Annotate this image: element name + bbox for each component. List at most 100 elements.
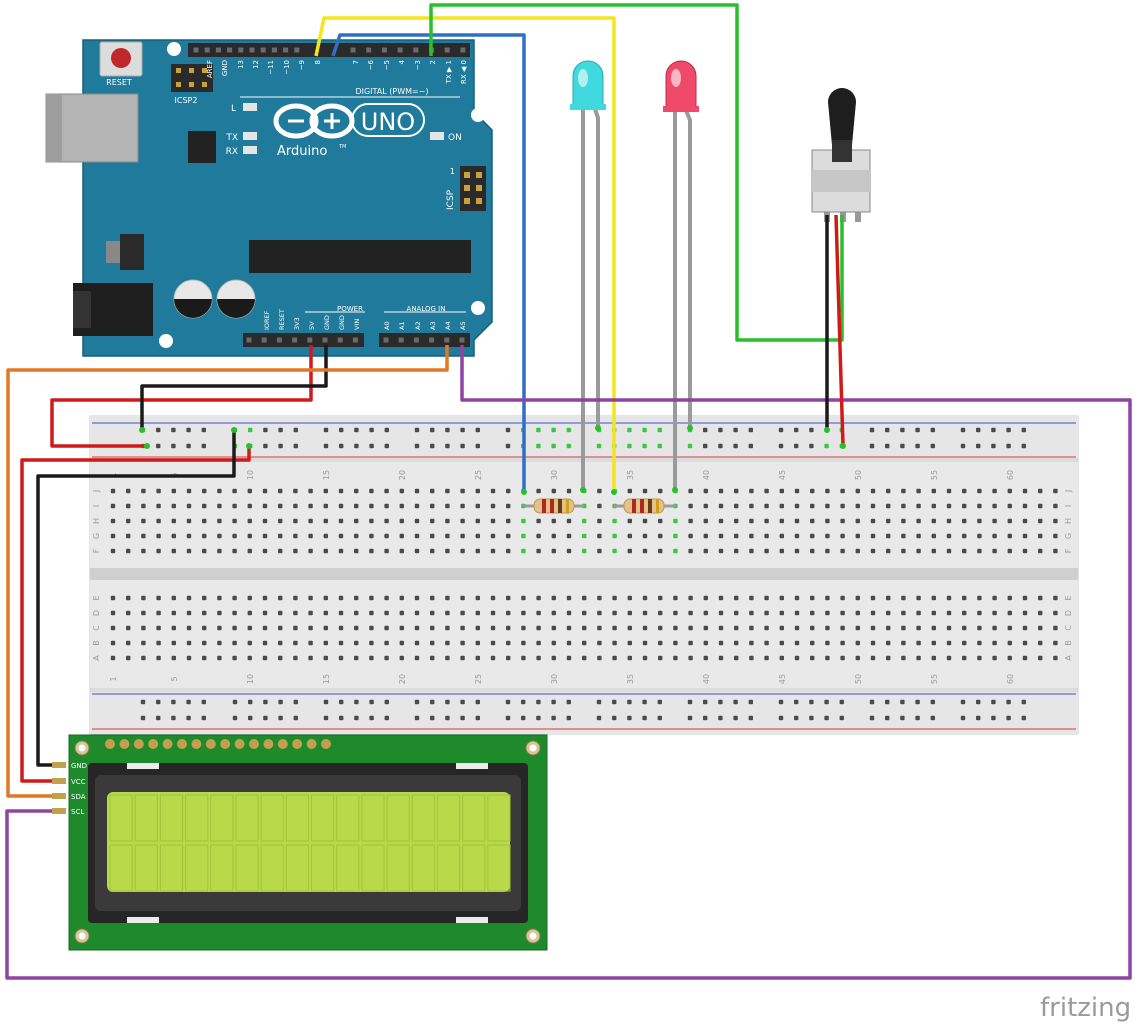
breadboard-hole: [217, 533, 222, 539]
rail-hole: [733, 427, 738, 433]
breadboard-hole: [566, 548, 572, 554]
breadboard-hole: [658, 625, 663, 631]
breadboard-hole: [688, 488, 693, 494]
rail-hole: [278, 699, 283, 705]
breadboard-hole: [627, 518, 632, 524]
breadboard-hole: [338, 595, 344, 601]
header-pin: [307, 337, 313, 343]
breadboard-hole: [551, 655, 556, 661]
breadboard-hole: [886, 488, 891, 494]
digital-pin-label: TX ▶ 1: [445, 60, 453, 84]
breadboard-hole: [232, 595, 237, 601]
power-pin-label: RESET: [278, 309, 286, 330]
atmega-chip: [249, 240, 471, 273]
breadboard-hole: [1007, 625, 1012, 631]
row-letter: E: [92, 595, 101, 600]
header-pin: [350, 47, 356, 53]
breadboard-hole: [703, 625, 708, 631]
breadboard-hole: [855, 610, 860, 616]
rail-hole: [915, 699, 920, 705]
breadboard-hole: [202, 548, 207, 554]
breadboard-hole: [414, 625, 420, 631]
breadboard-hole: [1038, 548, 1043, 554]
breadboard-hole: [1038, 503, 1043, 509]
breadboard-hole: [597, 640, 602, 646]
trademark-label: TM: [338, 144, 346, 150]
breadboard-hole: [293, 518, 298, 524]
breadboard-hole: [369, 503, 374, 509]
breadboard-hole: [962, 533, 967, 539]
breadboard-hole: [779, 625, 784, 631]
breadboard-hole: [445, 503, 450, 509]
breadboard-hole: [1022, 503, 1028, 509]
breadboard-hole: [810, 488, 815, 494]
breadboard-hole: [475, 503, 480, 509]
rail-hole: [687, 443, 693, 449]
rail-hole: [991, 427, 996, 433]
red-led: [663, 60, 699, 490]
rail-hole: [991, 699, 996, 705]
breadboard-hole: [445, 518, 450, 524]
mount-hole: [471, 301, 485, 315]
lcd-char-cell: [436, 844, 461, 892]
breadboard-hole: [901, 655, 906, 661]
breadboard-hole: [369, 548, 374, 554]
rail-hole: [445, 427, 450, 433]
rail-hole: [566, 699, 571, 705]
column-number: 40: [702, 674, 711, 684]
breadboard-hole: [673, 625, 678, 631]
breadboard-hole: [232, 625, 237, 631]
breadboard-hole: [673, 533, 678, 539]
breadboard-hole: [202, 655, 207, 661]
breadboard-hole: [870, 533, 876, 539]
breadboard-hole: [445, 488, 450, 494]
breadboard-hole: [794, 625, 800, 631]
breadboard-hole: [764, 655, 769, 661]
breadboard-hole: [992, 595, 997, 601]
breadboard-hole: [262, 610, 268, 616]
breadboard-hole: [247, 625, 252, 631]
breadboard-hole: [886, 640, 891, 646]
breadboard-hole: [460, 488, 465, 494]
row-letter: F: [92, 548, 101, 553]
breadboard-hole: [612, 548, 617, 554]
lcd-char-cell: [411, 844, 435, 892]
breadboard-hole: [323, 488, 328, 494]
analog-pin-label: A5: [459, 321, 467, 330]
breadboard-hole: [977, 548, 982, 554]
rail-hole: [915, 427, 920, 433]
breadboard-hole: [278, 610, 283, 616]
breadboard-hole: [506, 533, 511, 539]
breadboard-hole: [126, 488, 131, 494]
breadboard-hole: [582, 655, 587, 661]
breadboard-hole: [521, 625, 526, 631]
breadboard-hole: [354, 610, 359, 616]
wire-red-pot: [834, 214, 845, 447]
breadboard-hole: [126, 503, 131, 509]
rail-hole: [263, 699, 268, 705]
row-letter: C: [92, 625, 101, 631]
potentiometer-knob[interactable]: [828, 88, 856, 145]
breadboard-hole: [202, 518, 207, 524]
breadboard-hole: [338, 640, 344, 646]
column-number: 55: [930, 674, 939, 684]
breadboard-hole: [1007, 488, 1012, 494]
breadboard-hole: [217, 595, 222, 601]
breadboard-hole: [749, 655, 754, 661]
breadboard-hole: [202, 533, 207, 539]
breadboard-hole: [734, 503, 739, 509]
rail-hole: [748, 699, 753, 705]
breadboard-hole: [749, 548, 754, 554]
breadboard-hole: [734, 518, 739, 524]
breadboard-hole: [734, 548, 739, 554]
breadboard-hole: [810, 640, 815, 646]
breadboard-hole: [855, 548, 860, 554]
breadboard-hole: [779, 548, 784, 554]
column-number: 20: [398, 470, 407, 480]
breadboard-hole: [247, 533, 252, 539]
breadboard-hole: [232, 655, 237, 661]
breadboard-hole: [278, 640, 283, 646]
lcd-header-pin: [292, 739, 303, 749]
